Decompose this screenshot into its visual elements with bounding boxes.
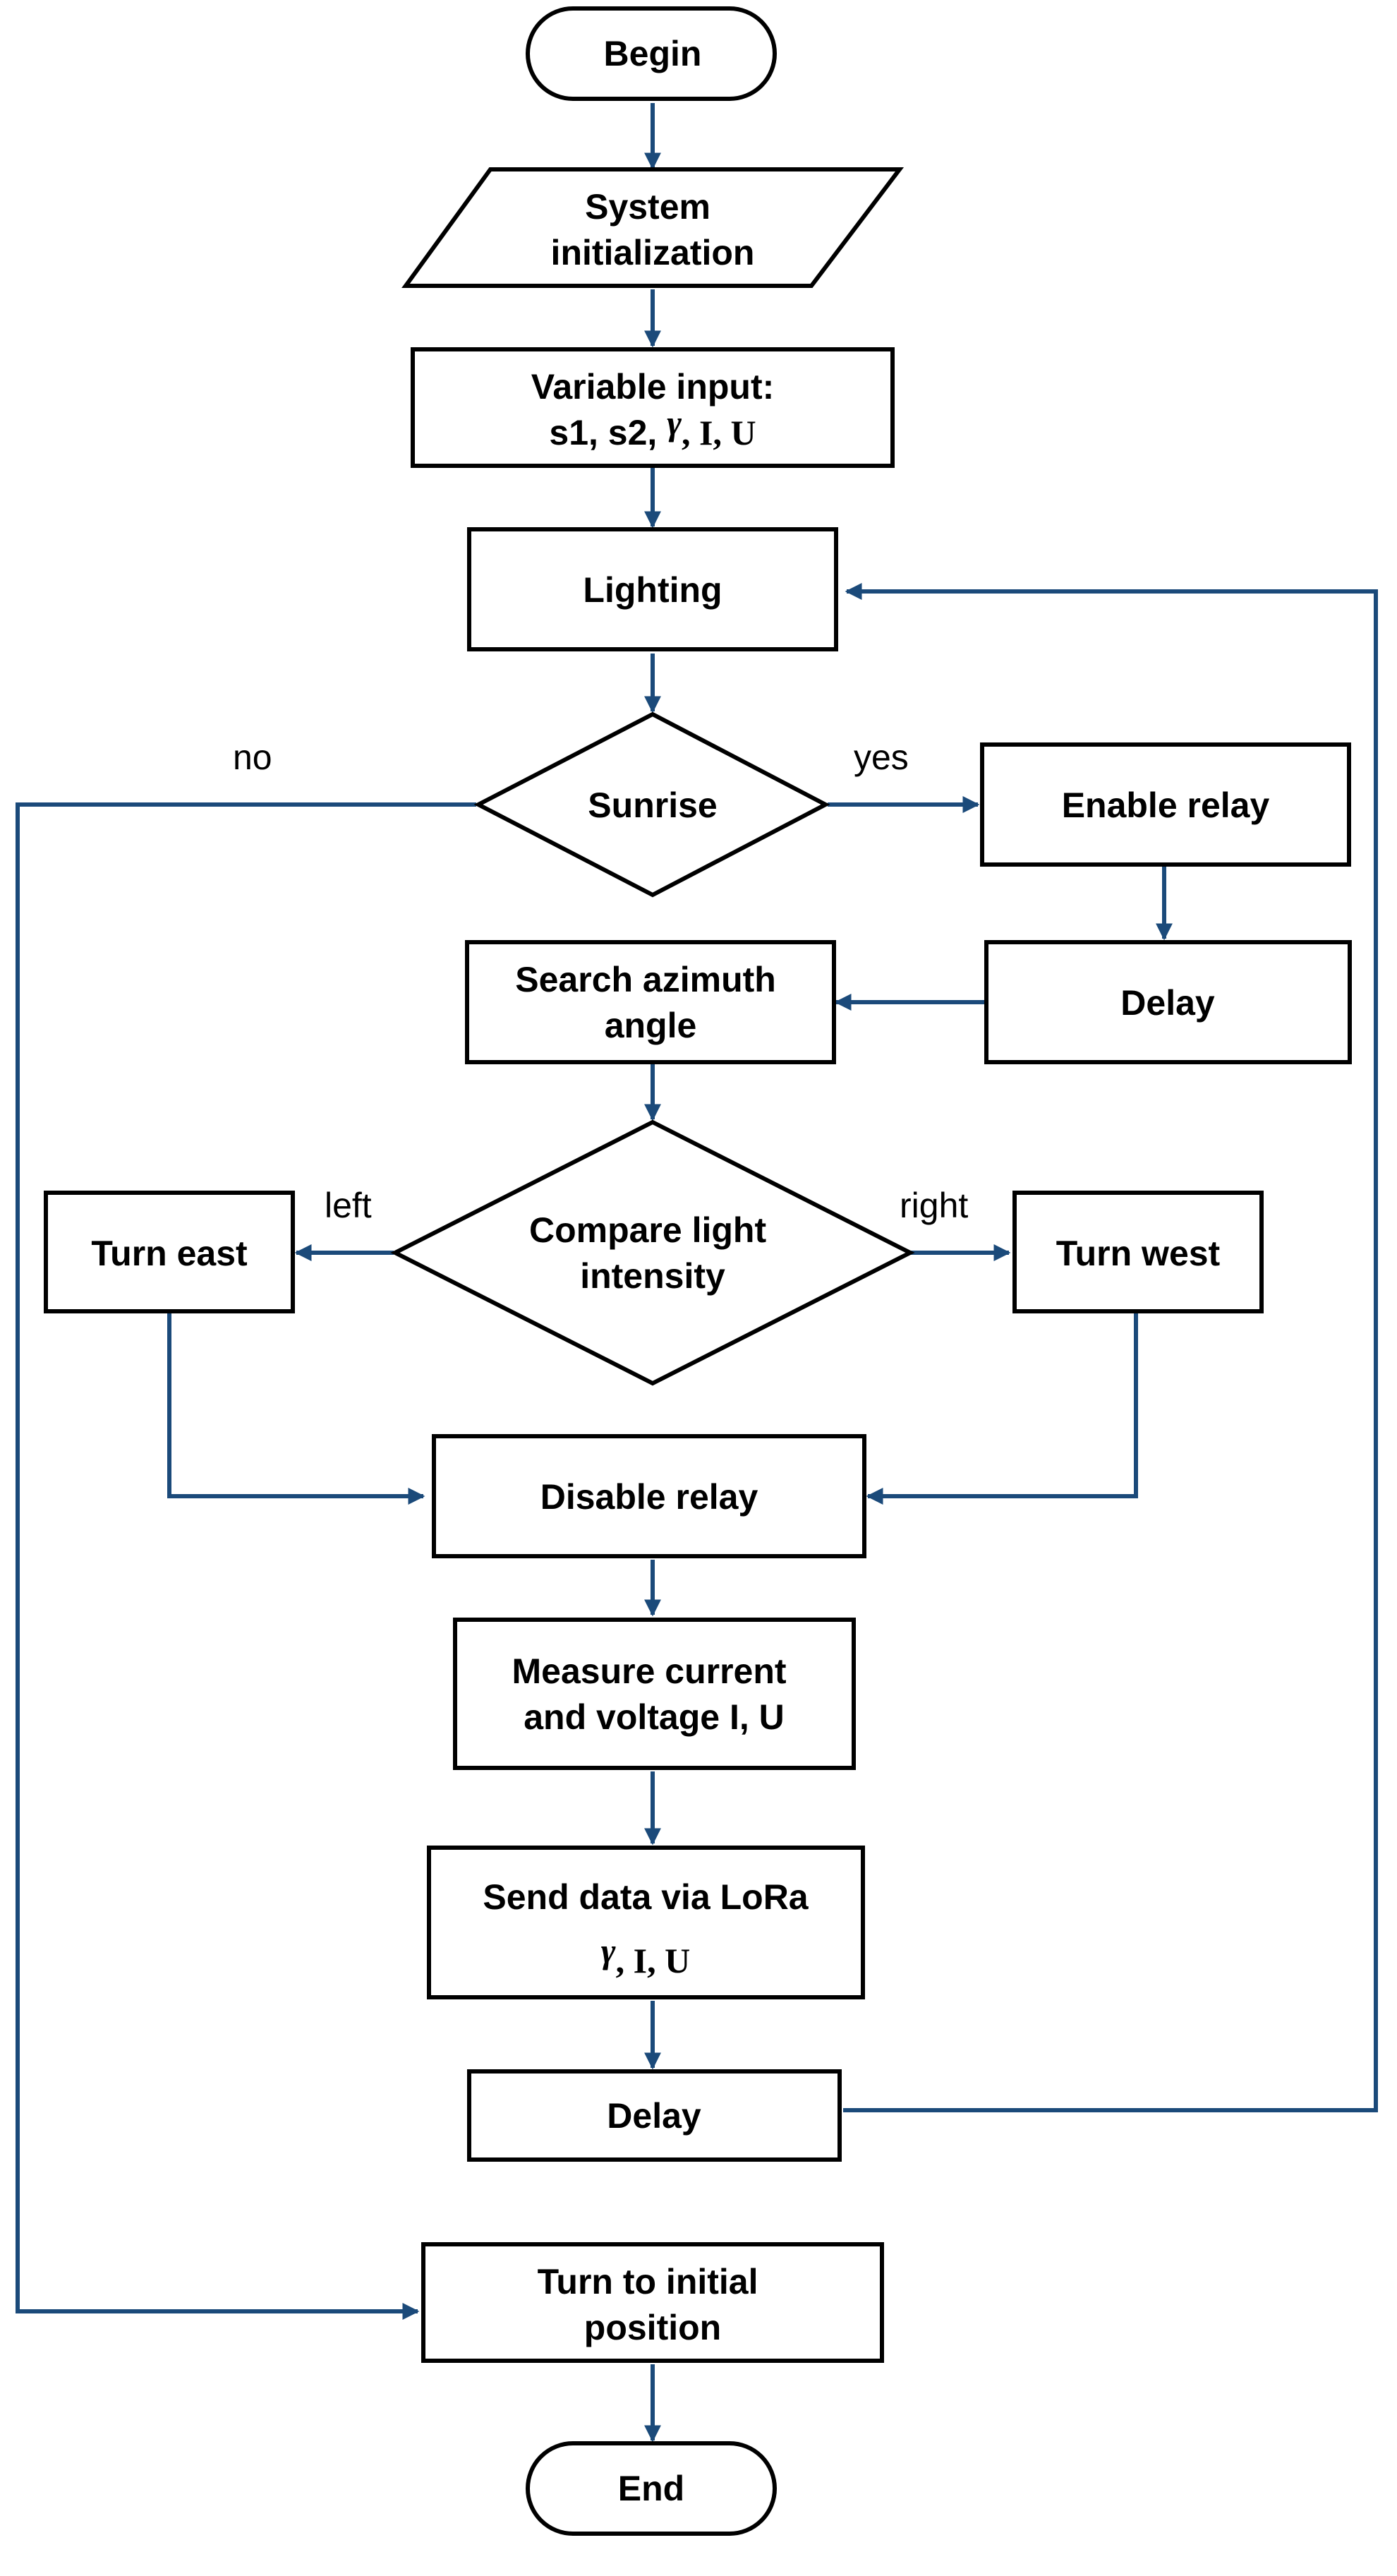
svg-text:s1, s2, γ, I, U: s1, s2, γ, I, U [549, 403, 756, 452]
turn-initial-line1: Turn to initial [538, 2262, 758, 2301]
delay-top-label: Delay [1120, 983, 1215, 1023]
measure-node: Measure current and voltage I, U [453, 1618, 856, 1770]
measure-line1: Measure current [512, 1651, 787, 1691]
begin-node: Begin [526, 6, 777, 101]
turn-initial-line2: position [584, 2308, 721, 2347]
begin-label: Begin [604, 34, 702, 73]
svg-text:Turn to initial position: Turn to initial position [538, 2262, 768, 2347]
search-azimuth-line2: angle [605, 1006, 697, 1045]
end-node: End [526, 2441, 777, 2536]
variable-input-line2-rest: , I, U [682, 413, 756, 452]
edge-delay-loop-to-lighting [843, 583, 1378, 2112]
turn-west-node: Turn west [1012, 1191, 1264, 1313]
enable-relay-node: Enable relay [980, 742, 1351, 867]
turn-east-label: Turn east [91, 1234, 248, 1273]
disable-relay-label: Disable relay [540, 1477, 758, 1517]
send-data-line2-rest: , I, U [616, 1941, 691, 1980]
search-azimuth-node: Search azimuth angle [465, 940, 836, 1064]
variable-input-line1: Variable input: [531, 367, 775, 407]
sunrise-decision: Sunrise [473, 711, 830, 898]
edge-east-to-disable [167, 1313, 425, 1505]
edge-label-no: no [233, 738, 272, 777]
delay-bottom-node: Delay [467, 2069, 842, 2162]
turn-initial-node: Turn to initial position [421, 2242, 884, 2363]
compare-light-line1: Compare light [529, 1210, 766, 1250]
svg-text:System initialization: System initialization [551, 187, 755, 272]
variable-input-line2-prefix: s1, s2, [549, 413, 667, 452]
send-data-line1: Send data via LoRa [483, 1877, 809, 1917]
system-init-node: System initialization [401, 167, 905, 288]
compare-light-line2: intensity [580, 1256, 725, 1296]
edge-sunrise-no-to-initial [16, 802, 476, 2320]
end-label: End [618, 2469, 684, 2508]
svg-text:Compare light intensity: Compare light intensity [529, 1210, 776, 1296]
svg-text:Search azimuth angle: Search azimuth angle [515, 960, 785, 1045]
edge-west-to-disable [866, 1313, 1138, 1505]
edge-label-yes: yes [854, 738, 909, 777]
compare-light-decision: Compare light intensity [390, 1119, 915, 1386]
send-data-node: Send data via LoRa γ, I, U [427, 1846, 865, 1999]
disable-relay-node: Disable relay [432, 1434, 866, 1558]
svg-text:γ, I, U: γ, I, U [601, 1931, 690, 1980]
send-data-gamma: γ [601, 1931, 616, 1970]
variable-input-gamma: γ [667, 403, 682, 443]
system-init-line1: System [585, 187, 710, 227]
lighting-label: Lighting [583, 570, 722, 610]
turn-east-node: Turn east [44, 1191, 295, 1313]
measure-line2: and voltage I, U [524, 1697, 785, 1737]
edge-label-right: right [900, 1186, 968, 1225]
lighting-node: Lighting [467, 527, 838, 651]
enable-relay-label: Enable relay [1062, 786, 1270, 825]
sunrise-label: Sunrise [588, 786, 717, 825]
delay-bottom-label: Delay [607, 2096, 701, 2136]
search-azimuth-line1: Search azimuth [515, 960, 776, 999]
system-init-line2: initialization [551, 233, 755, 272]
edge-label-left: left [325, 1186, 372, 1225]
turn-west-label: Turn west [1056, 1234, 1221, 1273]
connectors [16, 103, 1378, 2443]
delay-top-node: Delay [984, 940, 1352, 1064]
variable-input-node: Variable input: s1, s2, γ, I, U [411, 347, 895, 468]
svg-text:Measure current and volt: Measure current and voltage I, U [512, 1651, 797, 1737]
